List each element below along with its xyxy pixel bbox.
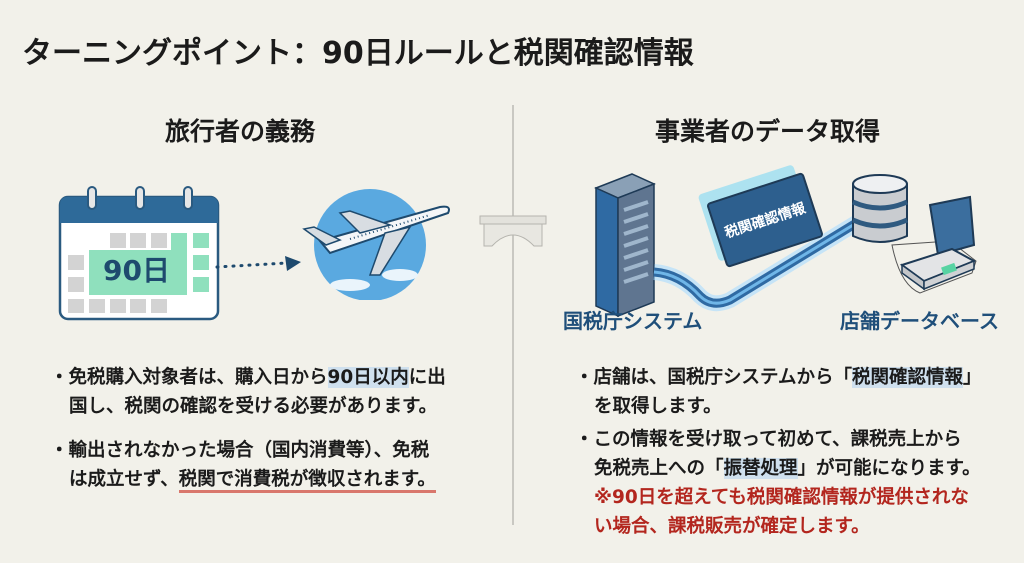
warning-note-line-2: い場合、課税販売が確定します。 <box>594 516 870 537</box>
warning-note-line-1: ※90日を超えても税関確認情報が提供されな <box>594 487 969 508</box>
bridge-icon <box>479 215 547 247</box>
bullet-text: に出 <box>408 367 446 388</box>
right-bullet-1: ・店舗は、国税庁システムから「税関確認情報」 を取得します。 <box>575 363 982 421</box>
dotted-arrow-icon <box>215 256 301 271</box>
database-icon <box>851 174 909 243</box>
source-system-label: 国税庁システム <box>563 309 703 333</box>
calendar-icon <box>58 186 220 321</box>
bullet-text: を取得します。 <box>594 396 722 417</box>
bullet-text: 免税売上への「 <box>594 458 724 479</box>
bullet-text: 免税購入対象者は、購入日から <box>68 367 328 388</box>
highlight-transfer: 振替処理 <box>723 458 798 479</box>
airplane-icon <box>302 189 450 300</box>
underlined-text: 税関で消費税が徴収されます。 <box>178 469 436 493</box>
left-section-heading: 旅行者の義務 <box>165 117 316 146</box>
bullet-text: 」 <box>962 367 982 388</box>
highlight-customs-info: 税関確認情報 <box>851 367 963 388</box>
section-divider <box>512 105 514 525</box>
left-bullet-2: ・輸出されなかった場合（国内消費等）、免税 は成立せず、税関で消費税が徴収されま… <box>50 436 436 494</box>
bullet-text: 」が可能になります。 <box>797 458 981 479</box>
store-database-label: 店舗データベース <box>840 309 999 333</box>
highlight-90days: 90日以内 <box>327 367 409 388</box>
page-title: ターニングポイント：90日ルールと税関確認情報 <box>22 36 694 71</box>
bullet-text: 店舗は、国税庁システムから「 <box>593 367 852 388</box>
bullet-text: この情報を受け取って初めて、課税売上から <box>593 429 962 450</box>
server-icon <box>594 173 656 318</box>
left-bullet-1: ・免税購入対象者は、購入日から90日以内に出 国し、税関の確認を受ける必要があり… <box>50 363 446 421</box>
calendar-label: 90日 <box>103 254 170 287</box>
right-bullet-2: ・この情報を受け取って初めて、課税売上から 免税売上への「振替処理」が可能になり… <box>575 425 981 541</box>
right-section-heading: 事業者のデータ取得 <box>655 117 881 146</box>
bullet-text: は成立せず、 <box>69 469 179 490</box>
data-pipe <box>653 215 863 312</box>
pos-terminal-icon <box>891 195 977 294</box>
bullet-text: 国し、税関の確認を受ける必要があります。 <box>69 396 438 417</box>
bubble-label: 税関確認情報 <box>722 200 808 242</box>
bullet-text: 輸出されなかった場合（国内消費等）、免税 <box>68 440 430 461</box>
